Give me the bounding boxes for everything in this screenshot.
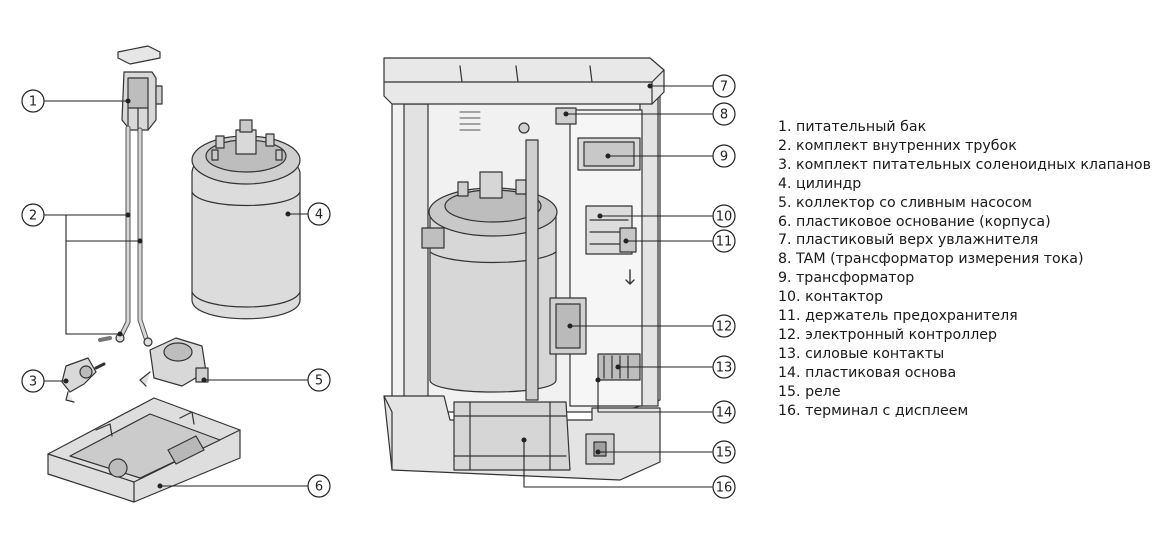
drain-pump-collector-part [139,337,209,387]
solenoid-valves-part [61,357,106,403]
legend-item: 9. трансформатор [778,270,915,287]
callout-3-number: 3 [29,375,37,390]
callout-6: 6 [307,474,331,498]
callout-10-number: 10 [716,210,733,225]
callout-5-number: 5 [315,374,323,389]
legend-item: 2. комплект внутренних трубок [778,137,1017,154]
callout-4: 4 [307,202,331,226]
plastic-base-part [47,397,241,503]
legend-item: 10. контактор [778,289,884,306]
legend-item: 14. пластиковая основа [778,364,957,381]
parts-legend: 1. питательный бак 2. комплект внутренни… [778,118,1151,421]
callout-6-number: 6 [315,480,323,495]
callout-7: 7 [712,74,736,98]
legend-item: 8. TAM (трансформатор измерения тока) [778,251,1084,268]
humidifier-assembly [383,57,665,481]
callout-15: 15 [712,440,736,464]
feed-tank-part [117,45,163,133]
callout-13: 13 [712,355,736,379]
legend-item: 11. держатель предохранителя [778,308,1018,325]
callout-8-number: 8 [720,108,728,123]
callout-9: 9 [712,144,736,168]
callout-1: 1 [21,89,45,113]
callout-10: 10 [712,204,736,228]
callout-11: 11 [712,229,736,253]
legend-item: 1. питательный бак [778,119,927,135]
callout-14: 14 [712,400,736,424]
callout-2-number: 2 [29,209,37,224]
callout-16: 16 [712,475,736,499]
callout-15-number: 15 [716,446,733,461]
callout-13-number: 13 [716,361,733,376]
legend-item: 12. электронный контроллер [778,326,998,343]
callout-2: 2 [21,203,45,227]
callout-12: 12 [712,314,736,338]
legend-item: 3. комплект питательных соленоидных клап… [778,156,1151,173]
legend-item: 4. цилиндр [778,175,862,192]
leader-lines [43,83,713,489]
legend-item: 16. терминал с дисплеем [778,402,969,419]
legend-item: 7. пластиковый верх увлажнителя [778,232,1039,249]
legend-item: 5. коллектор со сливным насосом [778,194,1032,211]
callout-11-number: 11 [716,235,733,250]
callout-12-number: 12 [716,320,733,335]
callout-1-number: 1 [29,95,37,110]
callout-9-number: 9 [720,150,728,165]
callout-4-number: 4 [315,208,323,223]
legend-item: 6. пластиковое основание (корпуса) [778,213,1051,230]
callout-14-number: 14 [716,406,733,421]
cylinder-part [191,119,301,320]
legend-item: 13. силовые контакты [778,345,945,362]
callout-16-number: 16 [716,481,733,496]
callout-8: 8 [712,102,736,126]
callout-3: 3 [21,369,45,393]
legend-item: 15. реле [778,383,841,400]
tubes-kit-part [98,125,153,347]
callout-5: 5 [307,368,331,392]
callout-7-number: 7 [720,80,728,95]
